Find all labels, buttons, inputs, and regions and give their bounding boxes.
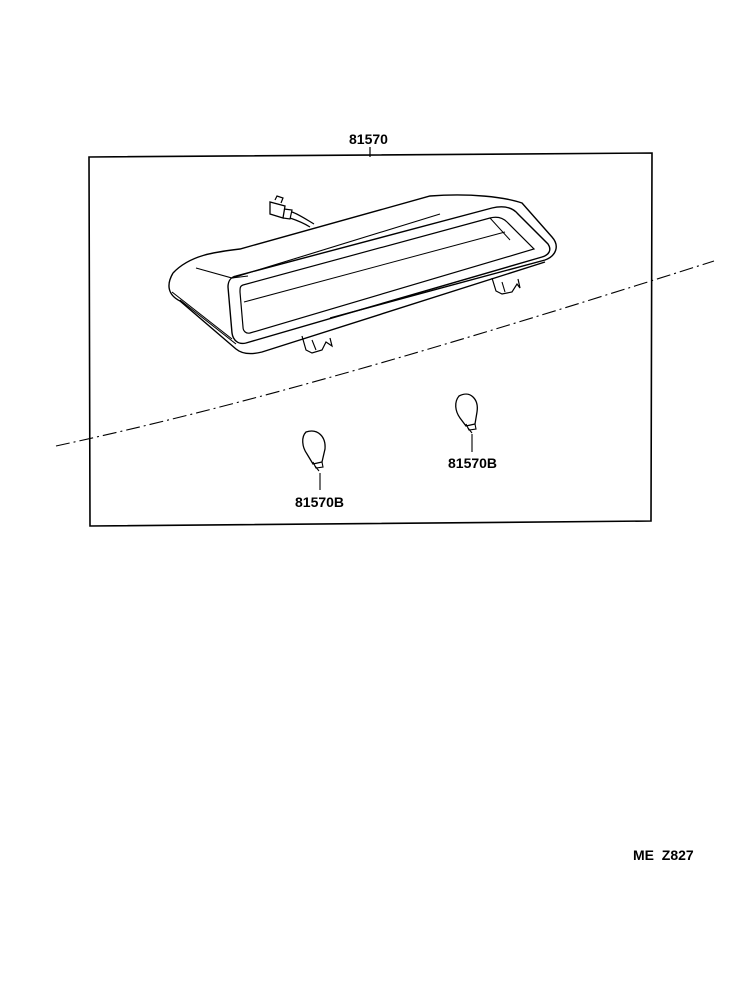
bulb-left-part-number[interactable]: 81570B [295,494,344,510]
assembly-box [88,152,653,527]
body-contour-line [55,260,715,447]
wire-connector[interactable] [269,195,315,228]
stop-lamp-housing[interactable] [168,194,557,355]
assembly-part-number[interactable]: 81570 [349,131,388,147]
bulb-left[interactable] [302,430,326,472]
bulb-right[interactable] [455,393,478,434]
bulb-right-part-number[interactable]: 81570B [448,455,497,471]
figure-code: ME Z827 [633,847,694,863]
